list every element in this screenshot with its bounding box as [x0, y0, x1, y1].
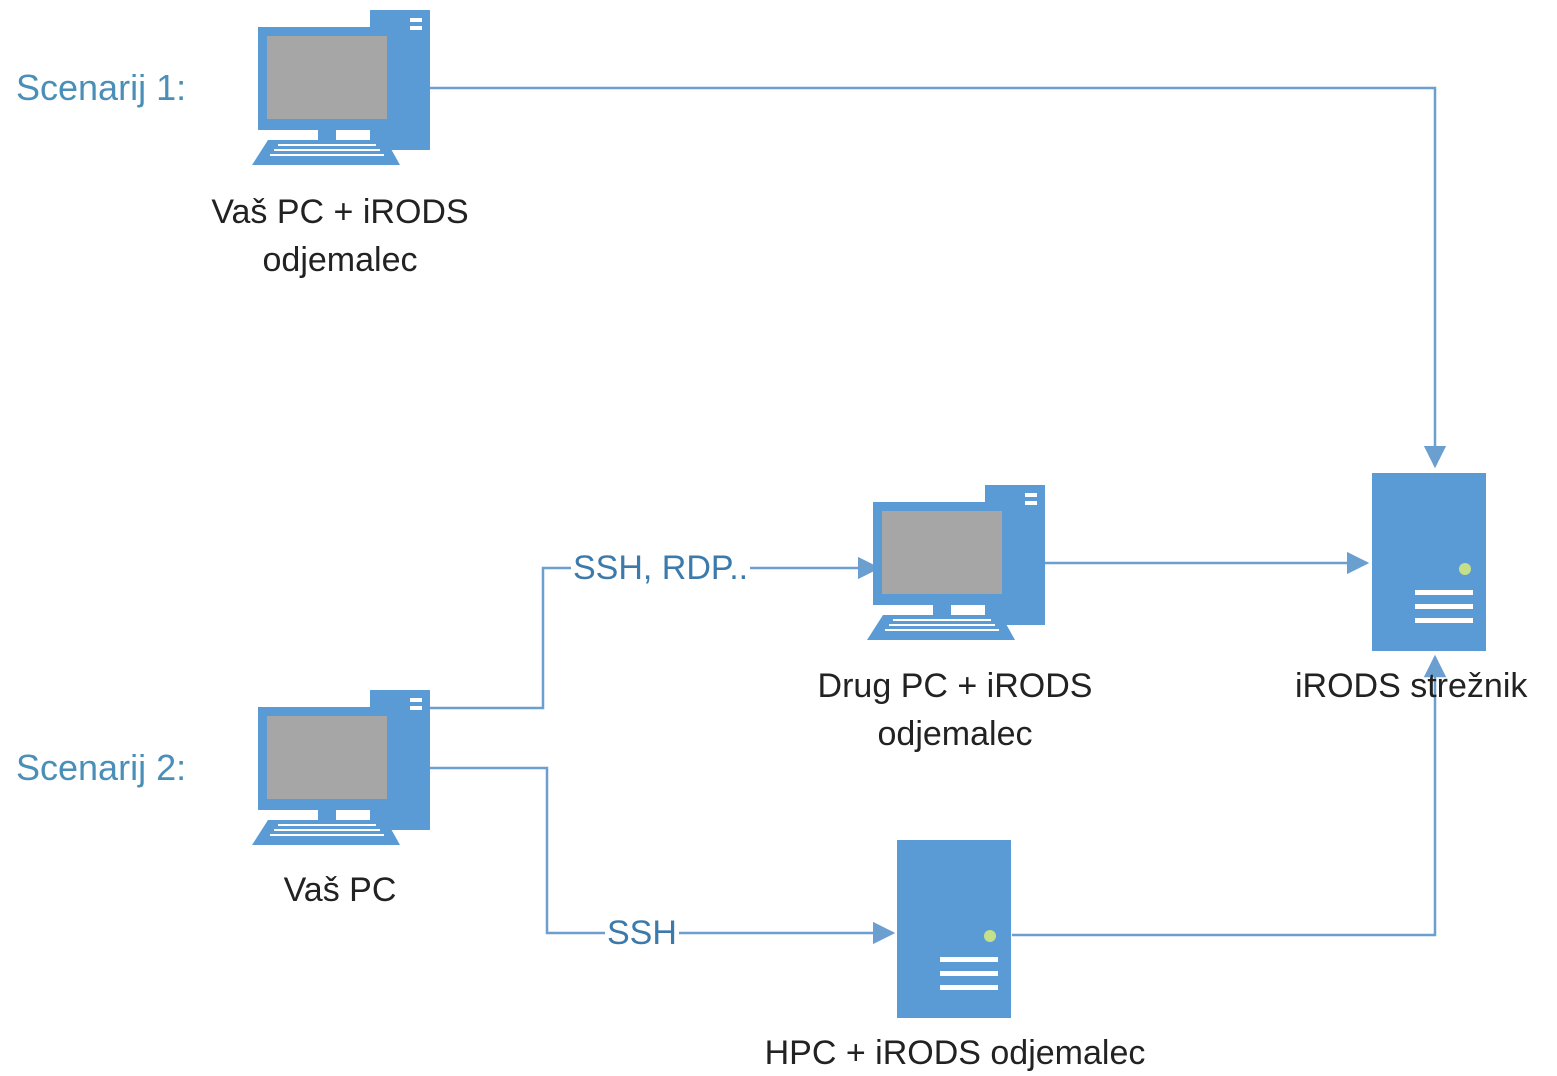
hpc-label-line1: HPC + iRODS odjemalec — [764, 1034, 1146, 1072]
drug-pc-label-line1: Drug PC + iRODS — [817, 667, 1093, 705]
edge-label-ssh-rdp: SSH, RDP.. — [571, 549, 751, 587]
pc1-label-line1: Vaš PC + iRODS — [211, 193, 469, 231]
pc2-label: Vaš PC — [160, 866, 520, 914]
connectors — [428, 86, 1447, 945]
drug-pc-label-line2: odjemalec — [877, 715, 1033, 753]
server-label-line1: iRODS strežnik — [1295, 667, 1528, 705]
edge-hpc-to-server — [1012, 654, 1447, 937]
hpc-label: HPC + iRODS odjemalec — [700, 1029, 1210, 1076]
scenario-2-label: Scenarij 2: — [16, 747, 187, 788]
edge-pc1-to-server — [428, 86, 1447, 469]
pc2-label-line1: Vaš PC — [283, 871, 397, 909]
server-tower-icon — [897, 840, 1011, 1018]
desktop-pc-icon — [252, 690, 430, 845]
desktop-pc-icon — [867, 485, 1045, 640]
server-label: iRODS strežnik — [1295, 662, 1557, 710]
pc1-label: Vaš PC + iRODS odjemalec — [160, 188, 520, 284]
pc1-label-line2: odjemalec — [262, 241, 418, 279]
drug-pc-label: Drug PC + iRODS odjemalec — [755, 662, 1155, 758]
server-tower-icon — [1372, 473, 1486, 651]
edge-label-ssh: SSH — [605, 914, 679, 952]
scenario-1-label: Scenarij 1: — [16, 67, 187, 108]
desktop-pc-icon — [252, 10, 430, 165]
edge-pc2-to-hpc — [428, 766, 896, 945]
